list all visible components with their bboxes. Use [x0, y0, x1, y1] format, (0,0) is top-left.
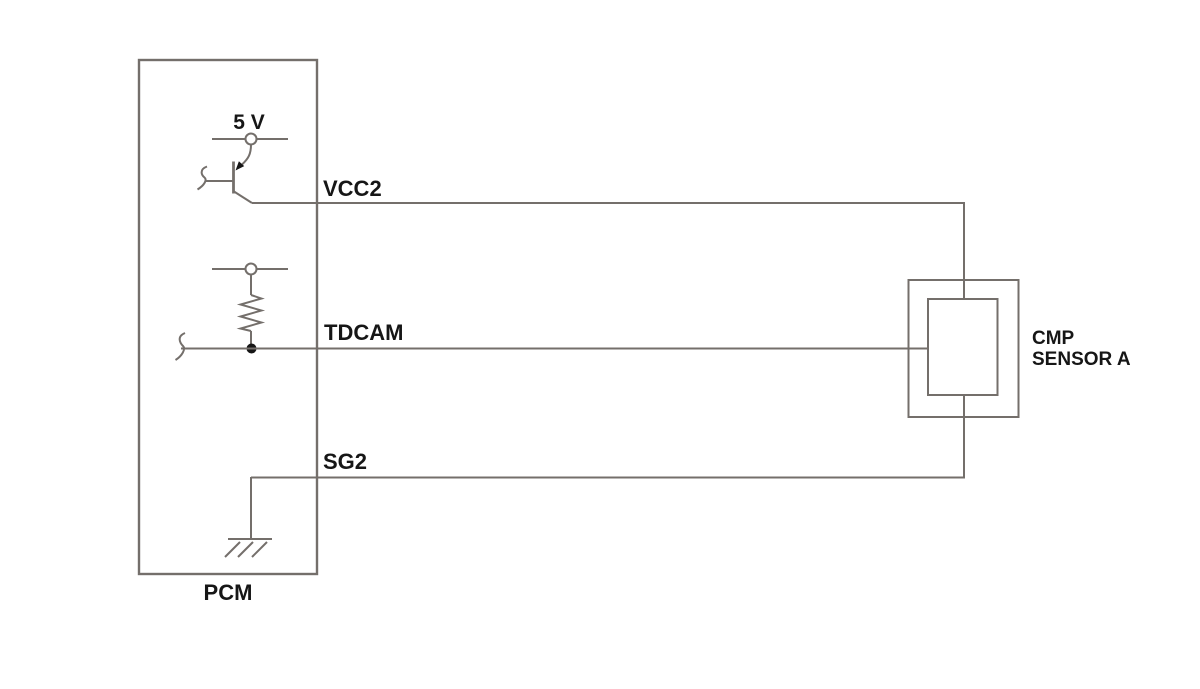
- ground-slash-2: [237, 541, 254, 558]
- wire-break-squiggle-icon: [196, 165, 208, 191]
- ground-slash-1: [224, 541, 241, 558]
- wire-break-squiggle-tdcam-icon: [174, 332, 186, 361]
- pcm-module: PCM 5 V: [137, 58, 319, 605]
- harness: VCC2 TDCAM SG2: [174, 176, 965, 479]
- vcc2-label: VCC2: [323, 176, 382, 201]
- sg2-wire: [251, 395, 965, 479]
- ground-slash-3: [251, 541, 268, 558]
- pcm-box: [137, 58, 319, 576]
- pullup-terminal-icon: [244, 262, 258, 276]
- supply-5v: 5 V: [212, 111, 288, 146]
- pcm-label: PCM: [204, 580, 253, 605]
- supply-terminal-icon: [244, 132, 258, 146]
- sensor-body-box: [927, 298, 999, 396]
- vcc2-wire: [252, 202, 965, 299]
- tdcam-label: TDCAM: [324, 320, 403, 345]
- pullup-resistor: [212, 262, 288, 354]
- sensor-connector-box: [907, 279, 1020, 418]
- sg2-label: SG2: [323, 449, 367, 474]
- cmp-sensor: CMP SENSOR A: [907, 279, 1131, 418]
- resistor-icon: [236, 294, 266, 332]
- transistor-emitter: [241, 144, 252, 166]
- sensor-label-line2: SENSOR A: [1032, 349, 1131, 370]
- transistor-emitter-arrow: [235, 161, 245, 171]
- supply-5v-label: 5 V: [233, 111, 265, 134]
- transistor-collector: [233, 190, 253, 204]
- sensor-label-line1: CMP: [1032, 328, 1075, 349]
- pnp-transistor-icon: [196, 144, 253, 204]
- chassis-ground-icon: [224, 477, 272, 558]
